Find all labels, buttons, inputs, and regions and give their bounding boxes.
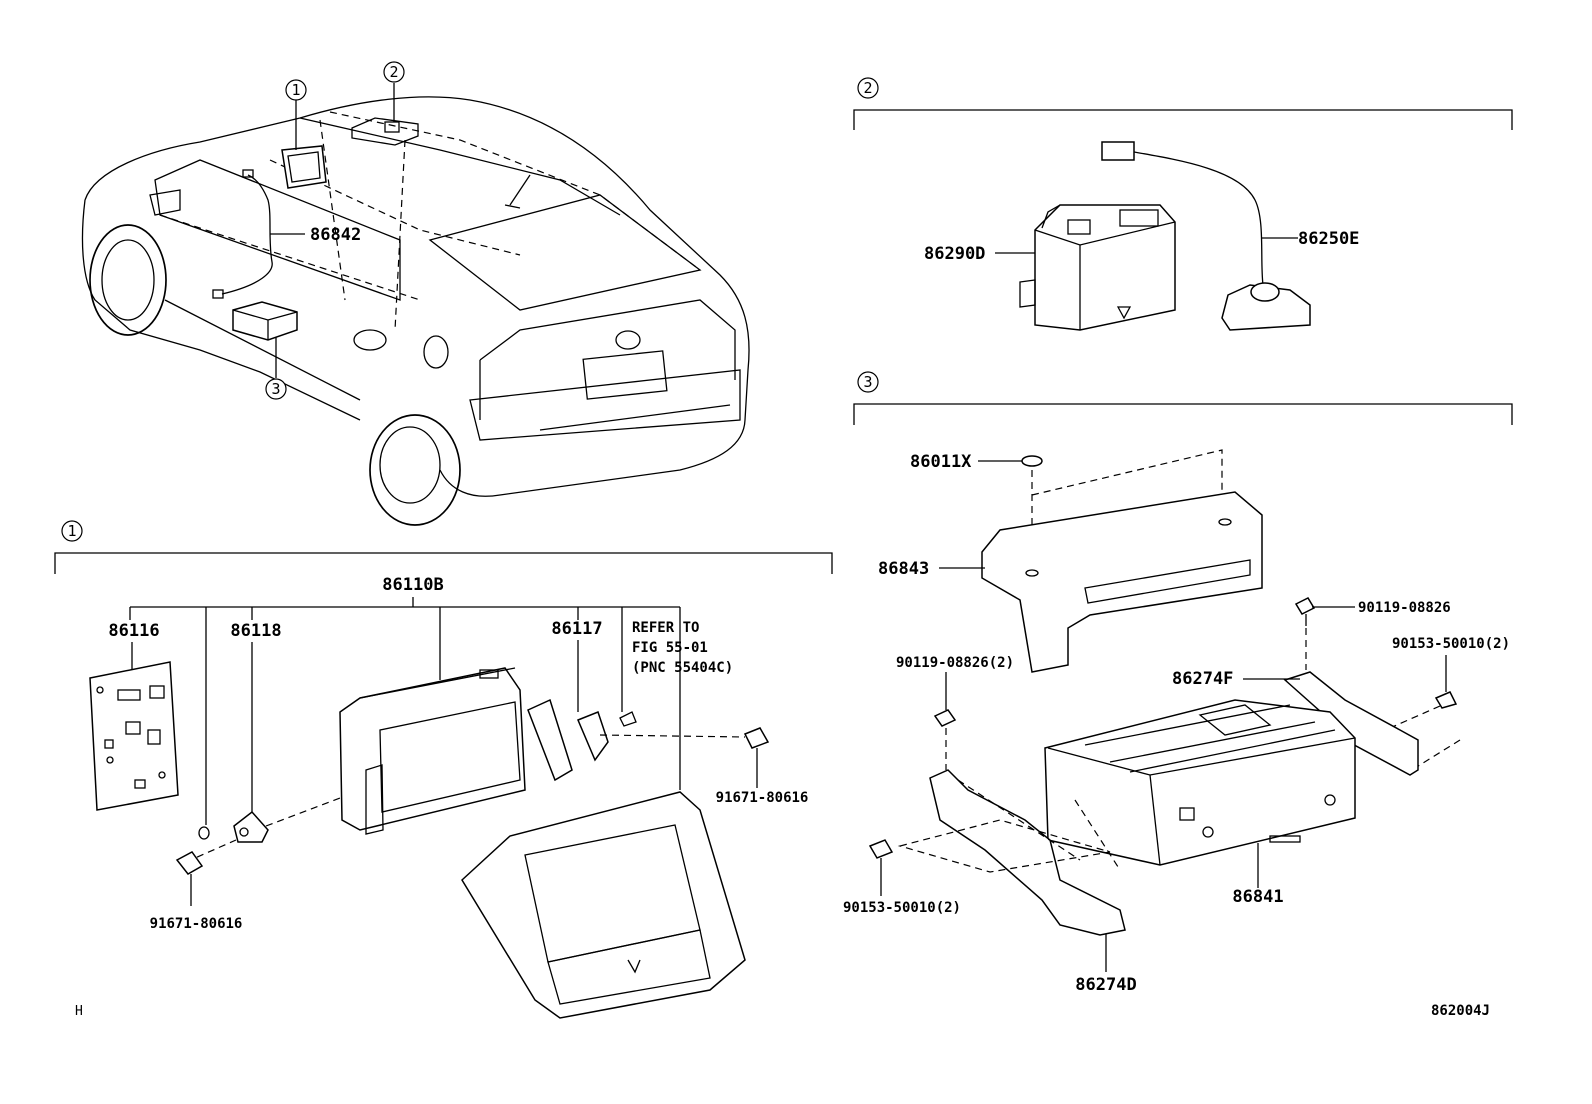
vehicle-overview: 1 2 3 86842 xyxy=(81,61,750,526)
part-number-90119-08826: 90119-08826 xyxy=(1358,600,1451,616)
callout-3-overview xyxy=(265,378,287,400)
callout-1-overview-label: 1 xyxy=(291,81,300,99)
part-number-86117: 86117 xyxy=(551,619,602,639)
callout-3-section-label: 3 xyxy=(863,373,872,391)
part-number-86843: 86843 xyxy=(878,559,929,579)
callout-2-overview-label: 2 xyxy=(389,63,398,81)
bezel-panel xyxy=(461,791,746,1019)
part-number-86290D: 86290D xyxy=(924,244,985,264)
refer-note-line-2: FIG 55-01 xyxy=(632,640,708,656)
part-number-86842: 86842 xyxy=(310,225,361,245)
callout-1-section xyxy=(61,520,83,542)
refer-note-line-3: (PNC 55404C) xyxy=(632,660,733,676)
amplifier-module xyxy=(1034,204,1176,331)
section-3-receiver: 3 86011X 86843 90119-08826 90153-50010(2… xyxy=(843,371,1513,995)
part-number-91671-80616-left: 91671-80616 xyxy=(150,916,243,932)
part-number-86274D: 86274D xyxy=(1075,975,1136,995)
refer-note-line-1: REFER TO xyxy=(632,620,699,636)
callout-2-section xyxy=(857,77,879,99)
receiver-86841 xyxy=(1044,699,1356,866)
display-unit xyxy=(339,667,526,831)
part-number-86250E: 86250E xyxy=(1298,229,1359,249)
callout-3-section xyxy=(857,371,879,393)
corner-mark: H xyxy=(75,1004,83,1019)
bracket-86118 xyxy=(233,810,269,843)
part-number-86110B: 86110B xyxy=(382,575,443,595)
callout-1-section-label: 1 xyxy=(67,522,76,540)
part-number-86118: 86118 xyxy=(230,621,281,641)
bracket-86274D xyxy=(929,769,1126,936)
part-number-90153-50010-left: 90153-50010(2) xyxy=(843,900,961,916)
callout-1-overview xyxy=(285,79,307,101)
section-2-antenna: 2 86290D 86250E xyxy=(853,77,1513,331)
circuit-board xyxy=(89,661,179,811)
part-number-86011X: 86011X xyxy=(910,452,972,472)
callout-2-overview xyxy=(383,61,405,83)
section-1-display: 1 86110B 86116 86118 86117 REFER TO FIG … xyxy=(54,520,833,1019)
diagram-code: 862004J xyxy=(1431,1003,1490,1019)
part-number-86274F: 86274F xyxy=(1172,669,1233,689)
part-number-86841: 86841 xyxy=(1232,887,1283,907)
part-number-86116: 86116 xyxy=(108,621,159,641)
part-number-90119-08826-left: 90119-08826(2) xyxy=(896,655,1014,671)
callout-2-section-label: 2 xyxy=(863,79,872,97)
part-number-91671-80616-right: 91671-80616 xyxy=(716,790,809,806)
callout-3-overview-label: 3 xyxy=(271,380,280,398)
bracket-86117 xyxy=(577,711,609,762)
part-number-90153-50010-right: 90153-50010(2) xyxy=(1392,636,1510,652)
